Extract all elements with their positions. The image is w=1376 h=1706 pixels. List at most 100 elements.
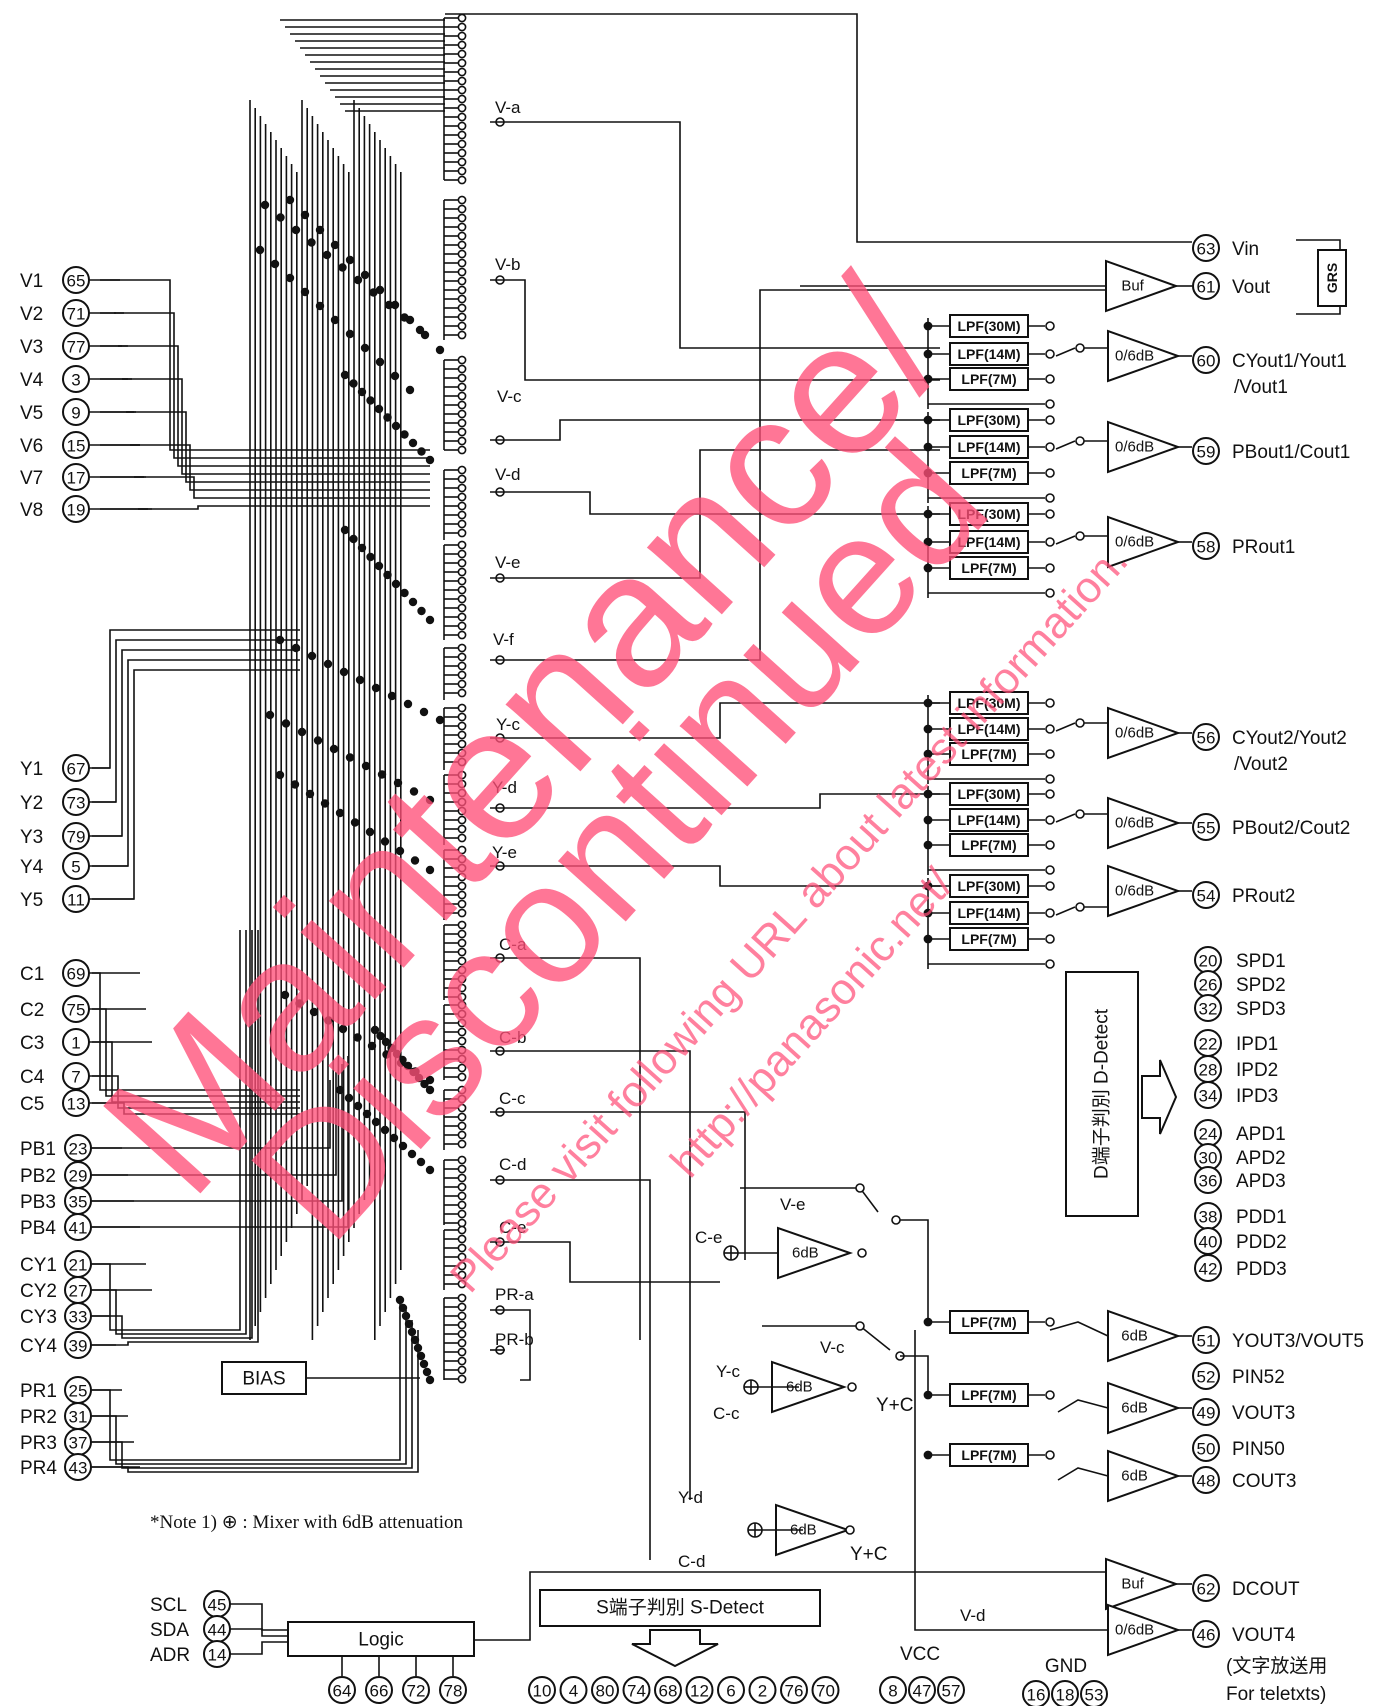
pin-number: 14 — [208, 1646, 227, 1665]
output-label-48: COUT3 — [1232, 1471, 1296, 1492]
pin-19: 19 — [62, 495, 90, 523]
pin-number: 53 — [1085, 1686, 1104, 1705]
amplifier-label: 0/6dB — [1115, 883, 1154, 900]
pin-circle — [1194, 1254, 1222, 1282]
switch-labels: V-aV-bV-cV-dV-eV-fY-cY-dY-eC-aC-bC-cC-dC… — [492, 98, 986, 1625]
pin-circle — [64, 1331, 92, 1359]
pin-circle — [62, 463, 90, 491]
pin-number: 26 — [1199, 976, 1218, 995]
pin-42: 42 — [1194, 1254, 1222, 1282]
pin-62: 62 — [1192, 1574, 1220, 1602]
pin-number: 76 — [785, 1682, 804, 1701]
pin-number: 18 — [1056, 1686, 1075, 1705]
pin-number: 40 — [1199, 1233, 1218, 1252]
pin-number: 22 — [1199, 1035, 1218, 1054]
pin-26: 26 — [1194, 970, 1222, 998]
pin-circle — [1194, 1166, 1222, 1194]
pin-circle — [1192, 723, 1220, 751]
pin-circle — [1192, 881, 1220, 909]
pin-50: 50 — [1192, 1434, 1220, 1462]
lpf-label: LPF(7M) — [961, 746, 1016, 762]
pin-number: 66 — [370, 1682, 389, 1701]
pin-circle — [748, 1676, 777, 1704]
pin-number: 8 — [888, 1682, 897, 1701]
pin-43: 43 — [64, 1453, 92, 1481]
switch-label-y-d: Y-d — [678, 1488, 703, 1507]
switch-label-y-c: Y-c — [716, 1362, 740, 1381]
pin-34: 34 — [1194, 1081, 1222, 1109]
input-label-PR4: PR4 — [20, 1458, 57, 1479]
pin-number: 73 — [67, 794, 86, 813]
input-label-CY4: CY4 — [20, 1336, 57, 1357]
pin-number: 39 — [69, 1337, 88, 1356]
pin-number: 49 — [1197, 1404, 1216, 1423]
pin-number: 67 — [67, 760, 86, 779]
pin-number: 31 — [69, 1408, 88, 1427]
lpf-label: LPF(14M) — [958, 812, 1021, 828]
lpf-label: LPF(7M) — [961, 1314, 1016, 1330]
switch-label-pr-b: PR-b — [495, 1330, 534, 1349]
pin-number: 24 — [1199, 1125, 1218, 1144]
pin-number: 9 — [71, 404, 80, 423]
switch-label-y-d: Y-d — [492, 778, 517, 797]
pin-number: 71 — [67, 305, 86, 324]
amplifier-5: 0/6dB — [1107, 796, 1181, 850]
pin-21: 21 — [64, 1250, 92, 1278]
pin-number: 6 — [726, 1682, 735, 1701]
pin-29: 29 — [64, 1161, 92, 1189]
input-label-PR3: PR3 — [20, 1433, 57, 1454]
pin-circle — [64, 1213, 92, 1241]
mixer-icon — [747, 1522, 763, 1538]
pin-circle — [1192, 1398, 1220, 1426]
amplifier-triangle — [1107, 329, 1181, 383]
pin-55: 55 — [1192, 813, 1220, 841]
detect-label-ipd2: IPD2 — [1236, 1060, 1278, 1081]
pin-27: 27 — [64, 1276, 92, 1304]
pin-circle — [62, 398, 90, 426]
logic-input-adr: ADR — [150, 1645, 190, 1666]
pin-32: 32 — [1194, 994, 1222, 1022]
lpf-label: LPF(7M) — [961, 560, 1016, 576]
d-detect-box — [1065, 971, 1139, 1217]
pin-number: 52 — [1197, 1368, 1216, 1387]
pin-36: 36 — [1194, 1166, 1222, 1194]
pin-number: 47 — [913, 1682, 932, 1701]
lpf-label: LPF(14M) — [958, 346, 1021, 362]
pin-number: 80 — [596, 1682, 615, 1701]
pin-circle — [811, 1676, 840, 1704]
switch-label-v-b: V-b — [495, 255, 521, 274]
output-label-63: Vin — [1232, 239, 1259, 260]
amplifier-2: 0/6dB — [1107, 420, 1181, 474]
lpf-label: LPF(14M) — [958, 534, 1021, 550]
pin-1: 1 — [62, 1028, 90, 1056]
pin-49: 49 — [1192, 1398, 1220, 1426]
lpf-label: LPF(30M) — [958, 786, 1021, 802]
pin-number: 65 — [67, 272, 86, 291]
pin-59: 59 — [1192, 437, 1220, 465]
output-label-52: PIN52 — [1232, 1367, 1285, 1388]
logic-box — [287, 1621, 475, 1657]
switch-label-c-d: C-d — [678, 1552, 705, 1571]
pin-number: 41 — [69, 1219, 88, 1238]
pin-number: 43 — [69, 1459, 88, 1478]
pin-69: 69 — [62, 959, 90, 987]
lpf-label: LPF(14M) — [958, 905, 1021, 921]
wiring — [89, 13, 1192, 1560]
pin-circle — [1192, 346, 1220, 374]
pin-number: 48 — [1197, 1472, 1216, 1491]
pin-circle — [654, 1676, 682, 1704]
output-label-62: DCOUT — [1232, 1579, 1300, 1600]
pin-23: 23 — [64, 1134, 92, 1162]
pin-circle — [402, 1676, 430, 1704]
input-label-V1: V1 — [20, 271, 43, 292]
lpf-label: LPF(7M) — [961, 1387, 1016, 1403]
amplifier-triangle — [1107, 706, 1181, 760]
amplifier-8: 6dB — [1107, 1381, 1181, 1435]
pin-number: 57 — [942, 1682, 961, 1701]
pin-circle — [1192, 813, 1220, 841]
pin-number: 2 — [758, 1682, 767, 1701]
amplifier-label: 0/6dB — [1115, 348, 1154, 365]
lpf-label: LPF(7M) — [961, 371, 1016, 387]
pin-number: 62 — [1197, 1580, 1216, 1599]
pin-72: 72 — [402, 1676, 430, 1704]
